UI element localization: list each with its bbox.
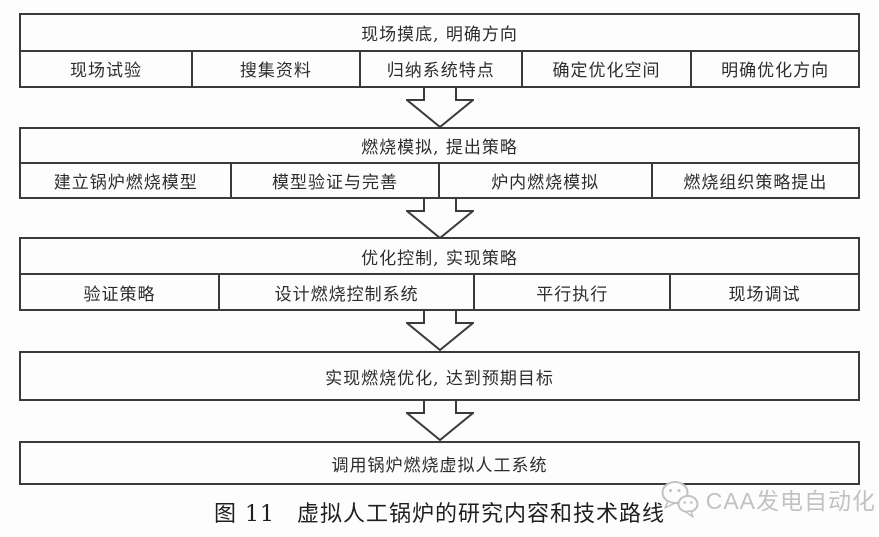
figure-caption: 图 11 虚拟人工锅炉的研究内容和技术路线 xyxy=(0,496,879,528)
stage-3-box: 优化控制, 实现策略 验证策略 设计燃烧控制系统 平行执行 现场调试 xyxy=(19,237,860,311)
figure-number: 图 11 xyxy=(213,502,275,527)
stage-5-header: 调用锅炉燃烧虚拟人工系统 xyxy=(331,455,548,476)
watermark-text: CAA发电自动化 xyxy=(705,488,876,514)
flow-cell: 归纳系统特点 xyxy=(358,51,521,86)
stage-4-box: 实现燃烧优化, 达到预期目标 xyxy=(19,351,860,401)
flow-cell: 搜集资料 xyxy=(190,51,359,86)
stage-3-header: 优化控制, 实现策略 xyxy=(21,239,858,275)
flow-cell: 平行执行 xyxy=(473,275,669,309)
stage-1-header: 现场摸底, 明确方向 xyxy=(21,15,858,52)
flow-cell: 炉内燃烧模拟 xyxy=(437,164,651,197)
flow-cell: 现场调试 xyxy=(669,275,858,309)
down-block-arrow-icon xyxy=(404,197,476,240)
flow-cell: 燃烧组织策略提出 xyxy=(650,164,858,197)
flow-cell: 设计燃烧控制系统 xyxy=(217,275,473,309)
stage-1-cells: 现场试验 搜集资料 归纳系统特点 确定优化空间 明确优化方向 xyxy=(21,51,858,86)
stage-1-box: 现场摸底, 明确方向 现场试验 搜集资料 归纳系统特点 确定优化空间 明确优化方… xyxy=(19,13,860,88)
stage-4-header: 实现燃烧优化, 达到预期目标 xyxy=(325,368,554,389)
flow-cell: 确定优化空间 xyxy=(520,51,690,86)
down-block-arrow-icon xyxy=(404,86,476,129)
stage-3-cells: 验证策略 设计燃烧控制系统 平行执行 现场调试 xyxy=(21,275,858,309)
down-block-arrow-icon xyxy=(404,309,476,352)
watermark: CAA发电自动化 xyxy=(660,479,876,519)
flow-cell: 验证策略 xyxy=(83,284,156,305)
stage-2-header: 燃烧模拟, 提出策略 xyxy=(21,129,858,164)
stage-2-box: 燃烧模拟, 提出策略 建立锅炉燃烧模型 模型验证与完善 炉内燃烧模拟 燃烧组织策… xyxy=(19,127,860,199)
stage-5-box: 调用锅炉燃烧虚拟人工系统 xyxy=(19,441,860,485)
figure-title: 虚拟人工锅炉的研究内容和技术路线 xyxy=(296,502,665,527)
stage-2-cells: 建立锅炉燃烧模型 模型验证与完善 炉内燃烧模拟 燃烧组织策略提出 xyxy=(21,164,858,197)
flow-cell: 模型验证与完善 xyxy=(230,164,437,197)
flow-cell: 建立锅炉燃烧模型 xyxy=(53,173,198,193)
down-block-arrow-icon xyxy=(404,399,476,442)
wechat-icon xyxy=(660,479,700,519)
flow-cell: 明确优化方向 xyxy=(690,51,858,86)
flow-cell: 现场试验 xyxy=(69,61,142,82)
